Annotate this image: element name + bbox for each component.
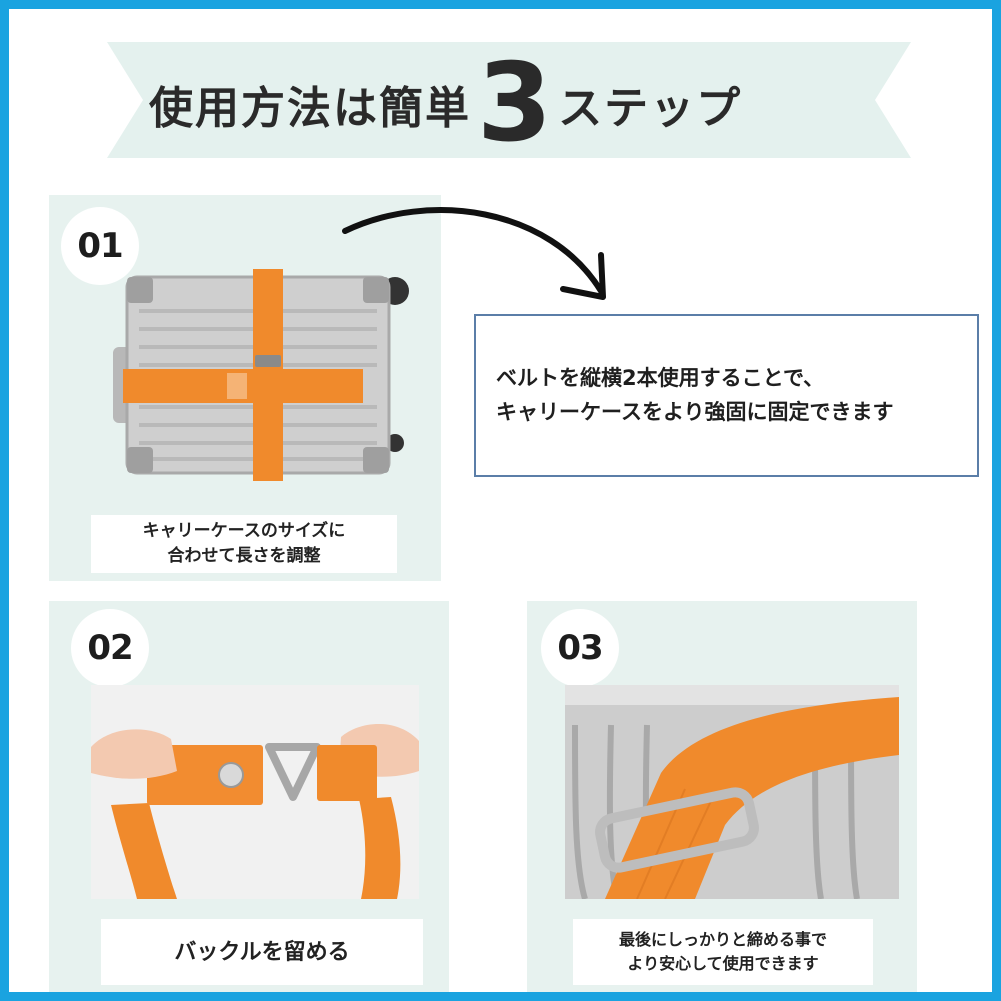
note-line2: キャリーケースをより強固に固定できます	[496, 399, 894, 424]
step-03-caption-line2: より安心して使用できます	[627, 954, 819, 973]
step-01-caption-line1: キャリーケースのサイズに	[142, 520, 346, 541]
page-title: 使用方法は簡単 3 ステップ	[149, 50, 743, 158]
step-02-caption-line1: バックルを留める	[174, 939, 350, 965]
step-03-panel: 03	[527, 601, 917, 992]
step-01-caption-line2: 合わせて長さを調整	[167, 546, 321, 566]
step-02-panel: 02 バックルを留める	[49, 601, 449, 992]
title-number: 3	[477, 41, 553, 166]
step-03-badge: 03	[541, 609, 619, 687]
step-02-caption: バックルを留める	[101, 919, 423, 985]
step-01-badge: 01	[61, 207, 139, 285]
infographic-frame: 使用方法は簡単 3 ステップ 01	[9, 9, 992, 992]
tightened-belt-photo	[565, 685, 899, 899]
title-ribbon	[107, 42, 911, 158]
step-03-caption: 最後にしっかりと締める事で より安心して使用できます	[573, 919, 873, 985]
note-line1: ベルトを縦横2本使用することで、	[496, 365, 825, 390]
step-03-caption-line1: 最後にしっかりと締める事で	[618, 930, 827, 949]
buckle-photo	[91, 685, 419, 899]
title-text-main: 使用方法は簡単	[149, 83, 471, 134]
belt-usage-note: ベルトを縦横2本使用することで、 キャリーケースをより強固に固定できます	[474, 314, 979, 477]
suitcase-belt-photo	[105, 255, 415, 495]
step-02-badge: 02	[71, 609, 149, 687]
step-01-caption: キャリーケースのサイズに 合わせて長さを調整	[91, 515, 397, 573]
step-01-panel: 01	[49, 195, 441, 581]
title-text-steps: ステップ	[558, 83, 743, 134]
curved-arrow-icon	[342, 207, 606, 300]
